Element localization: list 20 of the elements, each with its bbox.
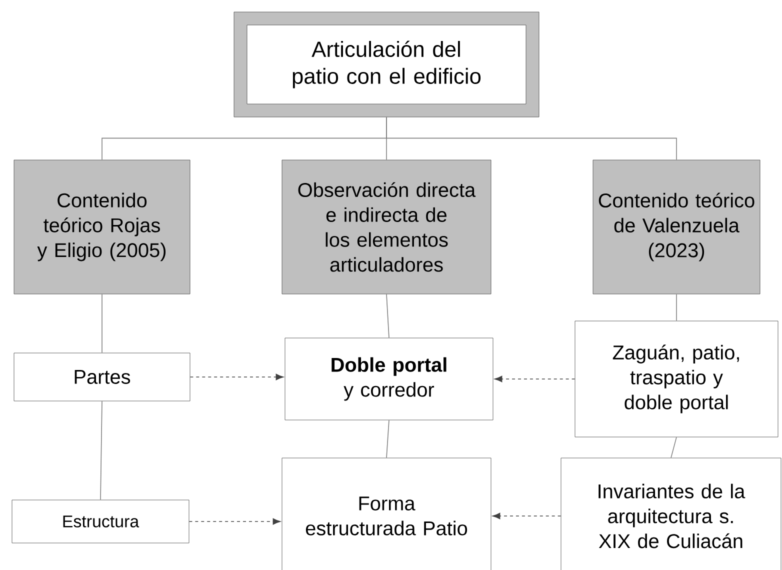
connector-line [386,116,677,160]
concept-box: Invariantes de la arquitectura s. XIX de Culiacán [560,458,782,570]
concept-box: Estructura [12,500,190,544]
arrow [188,518,281,525]
connector-line [100,400,102,500]
connector-line [676,294,677,322]
category-box: Contenido teórico de Valenzuela (2023) [592,160,760,294]
concept-box: Partes [14,352,190,402]
concept-box: Forma estructurada Patio [282,458,492,570]
title-box: Articulación del patio con el edificio [234,12,540,118]
concept-box: Zaguán, patio, traspatio y doble portal [574,320,778,438]
category-box: Contenido teórico Rojas y Eligio (2005) [14,160,190,294]
concept-box: Doble portal y corredor [284,338,494,420]
connector-line [670,436,677,458]
arrow [494,376,576,382]
connector-line [386,420,390,458]
arrow [492,512,562,520]
connector-line [386,294,390,338]
arrow [190,374,284,380]
category-box: Observación directa e indirecta de los elementos articuladores [282,160,492,294]
